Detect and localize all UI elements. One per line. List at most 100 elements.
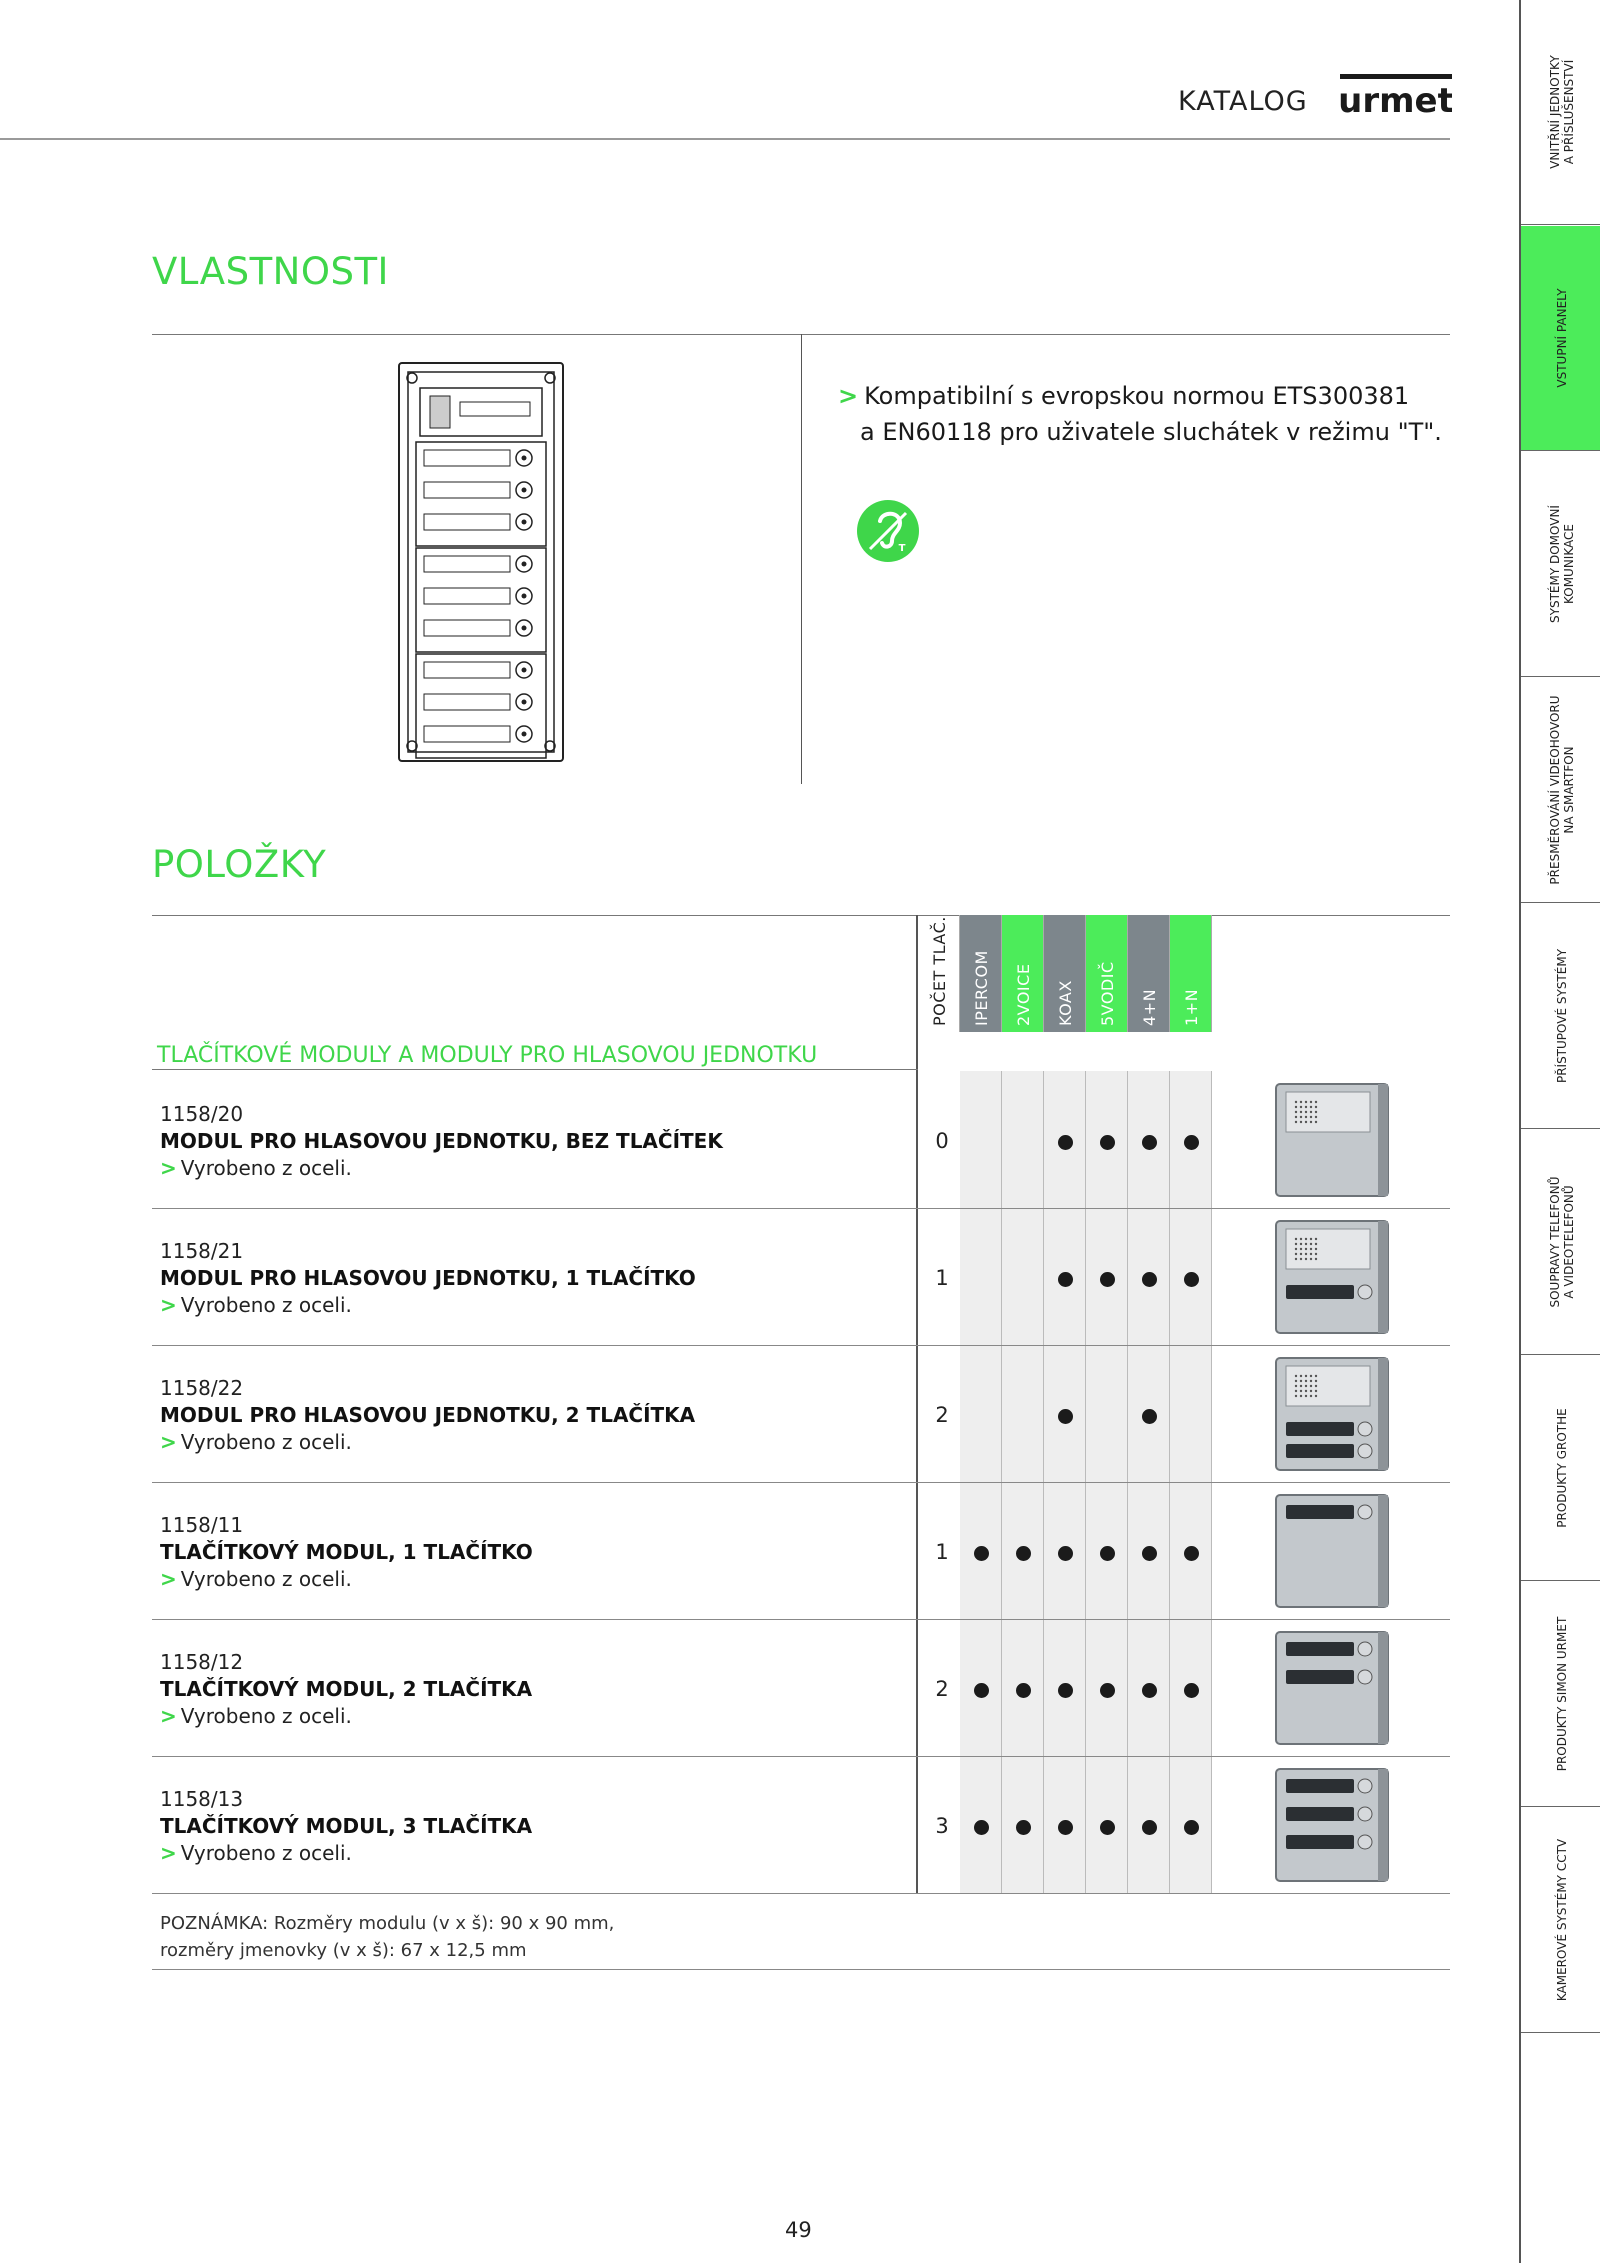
- group-rule: [152, 1069, 918, 1070]
- item-code: 1158/13: [160, 1787, 244, 1811]
- compatibility-dot: [973, 1683, 989, 1698]
- column-header-7: 1+N: [1170, 915, 1212, 1032]
- item-description: >Vyrobeno z oceli.: [160, 1293, 352, 1317]
- item-code: 1158/21: [160, 1239, 244, 1263]
- compatibility-dot: [1057, 1135, 1073, 1150]
- module-photo: [1275, 1631, 1389, 1745]
- side-tab-label: PRODUKTY GROTHE: [1554, 1408, 1569, 1528]
- compatibility-dot: [1057, 1546, 1073, 1561]
- compatibility-dot: [1141, 1409, 1157, 1424]
- arrow-bullet-icon: >: [838, 382, 859, 410]
- compatibility-dot: [1099, 1272, 1115, 1287]
- compatibility-dot: [1183, 1683, 1199, 1698]
- compatibility-dot: [1099, 1546, 1115, 1561]
- side-tab-8[interactable]: PRODUKTY SIMON URMET: [1521, 1582, 1600, 1807]
- item-name: MODUL PRO HLASOVOU JEDNOTKU, BEZ TLAČÍTE…: [160, 1129, 723, 1153]
- module-photo: [1275, 1494, 1389, 1608]
- compatibility-dot: [1057, 1683, 1073, 1698]
- compatibility-dot: [1057, 1820, 1073, 1835]
- side-tab-1[interactable]: VNITŘNÍ JEDNOTKY A PŘÍSLUŠENSTVÍ: [1521, 0, 1600, 225]
- side-tab-label: SOUPRAVY TELEFONŮ A VIDEOTELEFONŮ: [1547, 1176, 1576, 1308]
- side-tab-4[interactable]: PŘESMĚROVÁNÍ VIDEOHOVORU NA SMARTFON: [1521, 678, 1600, 903]
- compatibility-dot: [1099, 1683, 1115, 1698]
- side-tab-9[interactable]: KAMEROVÉ SYSTÉMY CCTV: [1521, 1808, 1600, 2033]
- compatibility-dot: [1141, 1272, 1157, 1287]
- compatibility-dot: [1015, 1546, 1031, 1561]
- compatibility-dot: [1099, 1135, 1115, 1150]
- compatibility-dot: [1141, 1135, 1157, 1150]
- note-line2: rozměry jmenovky (v x š): 67 x 12,5 mm: [160, 1940, 527, 1961]
- side-tab-label: PŘESMĚROVÁNÍ VIDEOHOVORU NA SMARTFON: [1547, 695, 1576, 885]
- hearing-aid-icon: T: [857, 500, 919, 562]
- side-tab-2[interactable]: VSTUPNÍ PANELY: [1521, 226, 1600, 451]
- column-header-2: IPERCOM: [960, 915, 1002, 1032]
- column-header-label: 1+N: [1181, 988, 1201, 1026]
- arrow-bullet-icon: >: [160, 1567, 177, 1591]
- side-tab-label: SYSTÉMY DOMOVNÍ KOMUNIKACE: [1547, 505, 1576, 623]
- compatibility-dot: [1183, 1272, 1199, 1287]
- row-divider: [152, 1756, 1450, 1757]
- side-tab-6[interactable]: SOUPRAVY TELEFONŮ A VIDEOTELEFONŮ: [1521, 1130, 1600, 1355]
- side-tab-5[interactable]: PŘÍSTUPOVÉ SYSTÉMY: [1521, 904, 1600, 1129]
- button-count: 2: [935, 1403, 949, 1427]
- side-tab-7[interactable]: PRODUKTY GROTHE: [1521, 1356, 1600, 1581]
- entrance-panel-drawing: [398, 362, 564, 762]
- arrow-bullet-icon: >: [160, 1841, 177, 1865]
- note-rule: [152, 1969, 1450, 1970]
- group-title: TLAČÍTKOVÉ MODULY A MODULY PRO HLASOVOU …: [157, 1043, 818, 1068]
- arrow-bullet-icon: >: [160, 1156, 177, 1180]
- row-divider: [152, 1345, 1450, 1346]
- item-code: 1158/20: [160, 1102, 244, 1126]
- compatibility-dot: [1057, 1409, 1073, 1424]
- item-code: 1158/12: [160, 1650, 244, 1674]
- side-tab-label: VSTUPNÍ PANELY: [1554, 288, 1569, 388]
- column-header-3: 2VOICE: [1002, 915, 1044, 1032]
- item-description-text: Vyrobeno z oceli.: [180, 1430, 352, 1454]
- column-header-label: 2VOICE: [1013, 963, 1033, 1026]
- column-header-label: KOAX: [1055, 980, 1075, 1026]
- row-divider: [152, 1619, 1450, 1620]
- compatibility-dot: [973, 1820, 989, 1835]
- urmet-logo: urmet: [1340, 74, 1452, 118]
- column-header-label: 4+N: [1139, 988, 1159, 1026]
- note: POZNÁMKA: Rozměry modulu (v x š): 90 x 9…: [160, 1910, 614, 1964]
- item-name: TLAČÍTKOVÝ MODUL, 2 TLAČÍTKA: [160, 1677, 533, 1701]
- section-rule: [152, 915, 1450, 916]
- column-header-1: POČET TLAČ.: [918, 915, 960, 1032]
- arrow-bullet-icon: >: [160, 1704, 177, 1728]
- column-header-label: POČET TLAČ.: [929, 916, 949, 1026]
- item-code: 1158/11: [160, 1513, 244, 1537]
- side-tab-label: PŘÍSTUPOVÉ SYSTÉMY: [1554, 948, 1569, 1084]
- item-description-text: Vyrobeno z oceli.: [180, 1156, 352, 1180]
- item-description-text: Vyrobeno z oceli.: [180, 1841, 352, 1865]
- compatibility-dot: [1015, 1683, 1031, 1698]
- header-divider: [0, 138, 1450, 140]
- feature-item: >Kompatibilní s evropskou normou ETS3003…: [838, 378, 1442, 450]
- column-header-label: IPERCOM: [971, 950, 991, 1026]
- section-title-vlastnosti: VLASTNOSTI: [152, 250, 389, 293]
- button-count: 1: [935, 1266, 949, 1290]
- page-number: 49: [785, 2218, 812, 2242]
- compatibility-dot: [1183, 1820, 1199, 1835]
- row-divider: [152, 1893, 1450, 1894]
- compatibility-dot: [1141, 1683, 1157, 1698]
- module-photo: [1275, 1768, 1389, 1882]
- item-name: TLAČÍTKOVÝ MODUL, 1 TLAČÍTKO: [160, 1540, 533, 1564]
- item-description-text: Vyrobeno z oceli.: [180, 1567, 352, 1591]
- side-tab-label: VNITŘNÍ JEDNOTKY A PŘÍSLUŠENSTVÍ: [1547, 55, 1576, 169]
- column-header-6: 4+N: [1128, 915, 1170, 1032]
- compatibility-dot: [1141, 1546, 1157, 1561]
- note-line1: POZNÁMKA: Rozměry modulu (v x š): 90 x 9…: [160, 1913, 615, 1934]
- catalog-label: KATALOG: [1178, 86, 1308, 117]
- svg-text:T: T: [899, 543, 906, 554]
- arrow-bullet-icon: >: [160, 1430, 177, 1454]
- button-count: 0: [935, 1129, 949, 1153]
- compatibility-dot: [1183, 1546, 1199, 1561]
- module-photo: [1275, 1357, 1389, 1471]
- compatibility-dot: [973, 1546, 989, 1561]
- side-tab-3[interactable]: SYSTÉMY DOMOVNÍ KOMUNIKACE: [1521, 452, 1600, 677]
- svg-text:urmet: urmet: [1340, 81, 1452, 118]
- side-tab-label: PRODUKTY SIMON URMET: [1554, 1616, 1569, 1772]
- item-description-text: Vyrobeno z oceli.: [180, 1293, 352, 1317]
- item-name: TLAČÍTKOVÝ MODUL, 3 TLAČÍTKA: [160, 1814, 533, 1838]
